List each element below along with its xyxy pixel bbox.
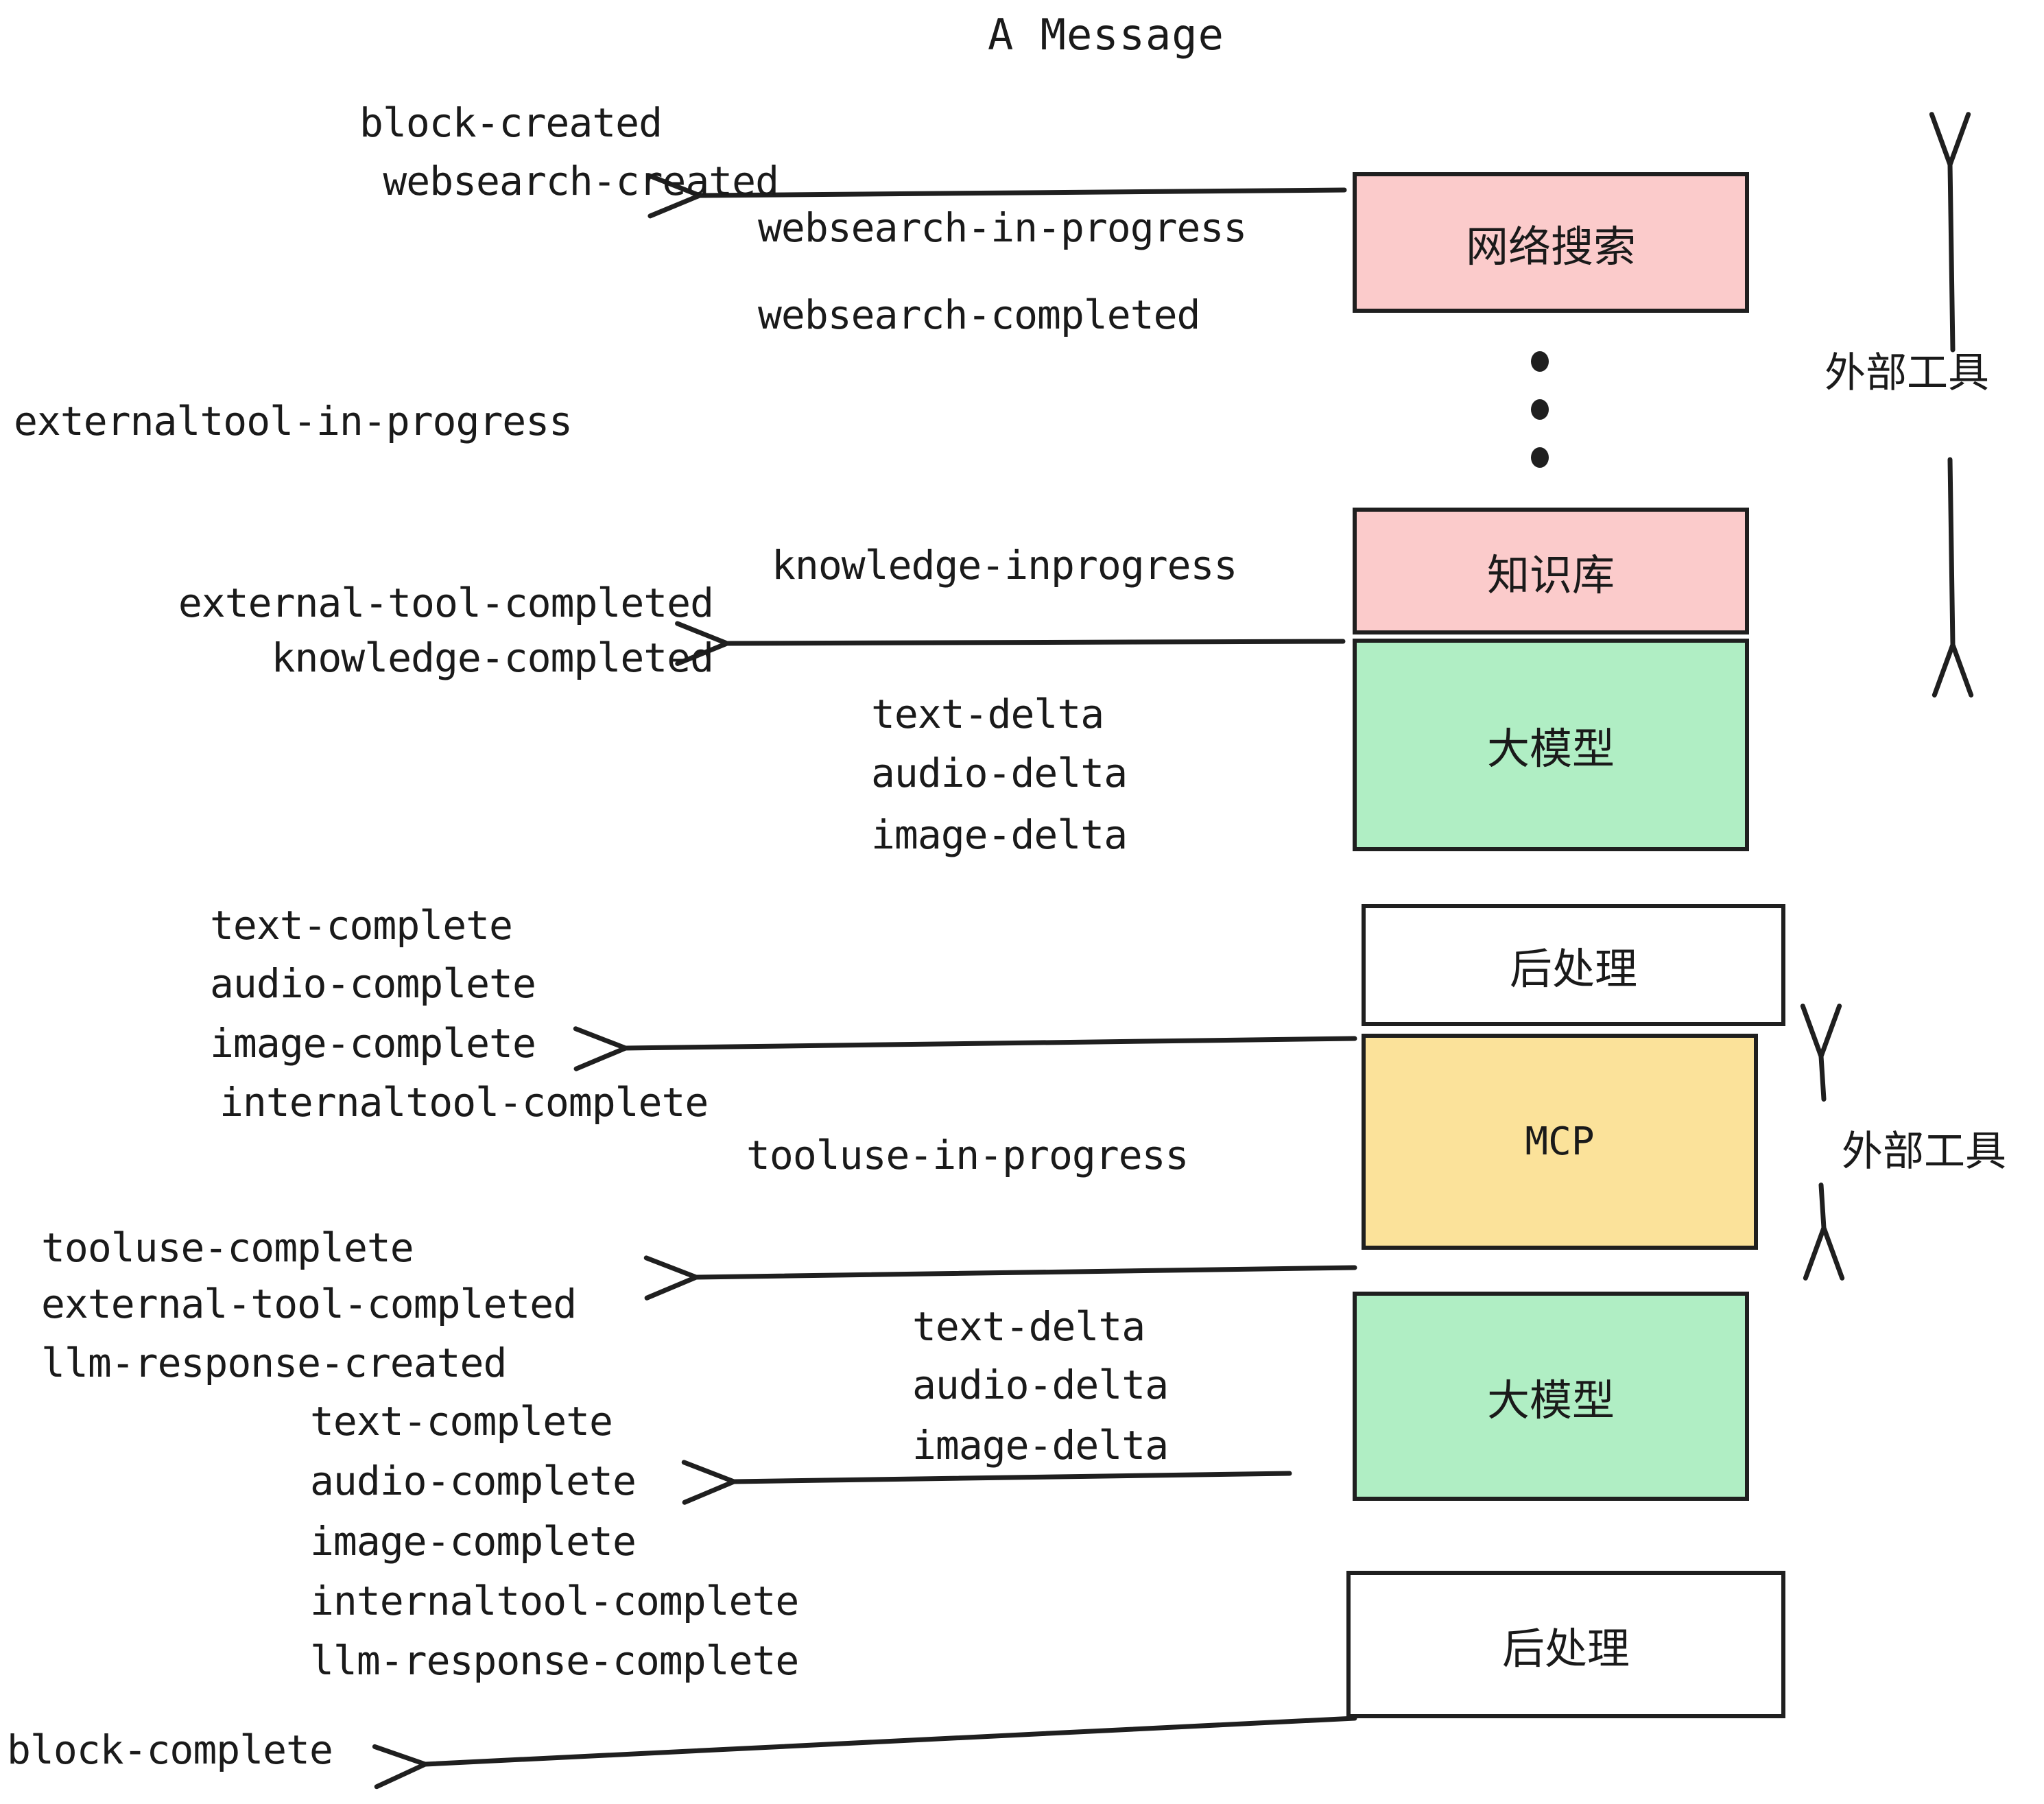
event-label-external-tool-completed2: external-tool-completed — [41, 1281, 577, 1327]
ellipsis-dot — [1531, 351, 1549, 372]
page-title: A Message — [988, 10, 1224, 60]
event-label-internaltool-complete-1: internaltool-complete — [219, 1079, 709, 1126]
arrow-audio-complete — [681, 1460, 1292, 1505]
event-label-image-delta-1: image-delta — [871, 811, 1128, 858]
event-label-knowledge-inprogress: knowledge-inprogress — [772, 542, 1237, 589]
event-label-text-delta-2: text-delta — [912, 1303, 1145, 1350]
event-label-audio-complete-1: audio-complete — [210, 960, 536, 1007]
event-label-knowledge-completed: knowledge-completed — [271, 634, 714, 681]
ellipsis-dot — [1531, 447, 1549, 468]
event-label-text-complete-2: text-complete — [310, 1398, 613, 1445]
ellipsis-dot — [1531, 399, 1549, 420]
ext-tool-arrow-top — [1929, 112, 1974, 698]
box-llm-top: 大模型 — [1353, 639, 1749, 851]
arrow-image-complete — [573, 1026, 1357, 1071]
event-label-audio-delta-1: audio-delta — [871, 750, 1128, 796]
event-label-llm-response-created: llm-response-created — [41, 1340, 507, 1386]
event-label-internaltool-complete-2: internaltool-complete — [310, 1578, 799, 1624]
event-label-llm-response-complete: llm-response-complete — [310, 1637, 799, 1684]
event-label-block-complete: block-complete — [7, 1726, 333, 1773]
box-post-top: 后处理 — [1362, 904, 1785, 1026]
event-label-audio-delta-2: audio-delta — [912, 1362, 1169, 1408]
event-label-image-complete-2: image-complete — [310, 1518, 637, 1565]
ext-tool-arrow-bottom — [1800, 1004, 1845, 1281]
event-label-audio-complete-2: audio-complete — [310, 1458, 637, 1504]
side-label-ext-tool-bottom: 外部工具 — [1842, 1128, 2006, 1176]
event-label-websearch-in-progress: websearch-in-progress — [758, 204, 1247, 251]
box-websearch: 网络搜索 — [1353, 172, 1749, 313]
event-label-externaltool-in-progress: externaltool-in-progress — [14, 398, 573, 444]
box-llm-bottom: 大模型 — [1353, 1292, 1749, 1501]
arrow-block-complete — [372, 1716, 1357, 1790]
side-label-ext-tool-top: 外部工具 — [1825, 349, 1989, 397]
arrow-knowledge-done — [675, 621, 1346, 666]
event-label-image-delta-2: image-delta — [912, 1422, 1169, 1469]
event-label-tooluse-complete: tooluse-complete — [41, 1224, 414, 1271]
box-knowledge: 知识库 — [1353, 508, 1749, 634]
event-label-text-complete-1: text-complete — [210, 902, 513, 949]
box-post-bottom: 后处理 — [1346, 1571, 1785, 1718]
event-label-websearch-completed: websearch-completed — [758, 292, 1200, 338]
event-label-tooluse-in-progress: tooluse-in-progress — [746, 1132, 1189, 1178]
event-label-websearch-created: websearch-created — [383, 158, 779, 204]
event-label-text-delta-1: text-delta — [871, 691, 1104, 737]
arrow-tooluse-complete — [643, 1255, 1357, 1301]
event-label-external-tool-completed1: external-tool-completed — [178, 580, 714, 626]
box-mcp: MCP — [1362, 1034, 1758, 1250]
event-label-block-created: block-created — [359, 99, 663, 146]
event-label-image-complete-1: image-complete — [210, 1020, 536, 1067]
arrow-block-created — [647, 173, 1347, 219]
